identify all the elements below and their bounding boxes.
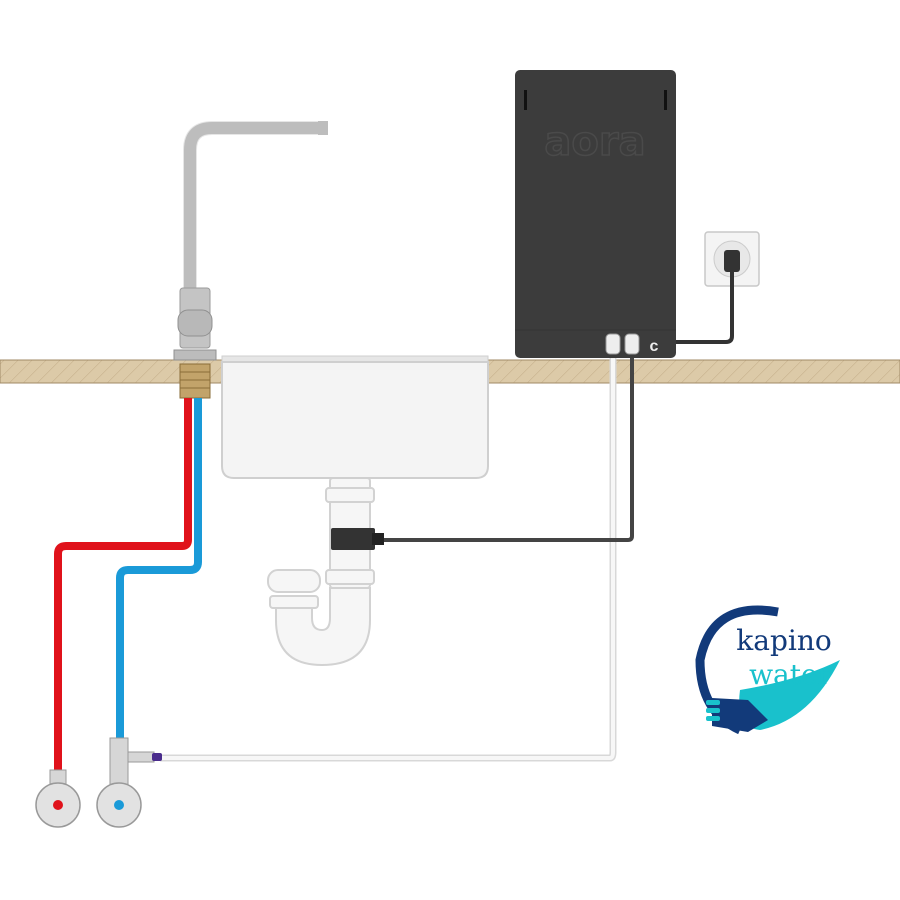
drain-line [380,352,634,542]
cold-angle-valve [96,737,162,828]
faucet [173,121,328,399]
logo-text-water: water [749,658,831,691]
port-c-icon: c [650,338,659,355]
drain-trap [267,477,375,667]
power-socket [704,231,760,287]
drain-saddle-clamp [331,528,384,550]
logo-text-kapino: kapino [736,624,831,657]
kapino-water-logo: kapino water [695,605,840,735]
hot-water-line [54,398,192,780]
water-filter-device: aora c [515,70,676,358]
hot-angle-valve [35,769,81,828]
device-ports [605,333,640,355]
device-brand-mark: aora [544,119,645,165]
power-cable [676,272,734,344]
cold-water-line [116,398,202,740]
sink [221,355,489,479]
